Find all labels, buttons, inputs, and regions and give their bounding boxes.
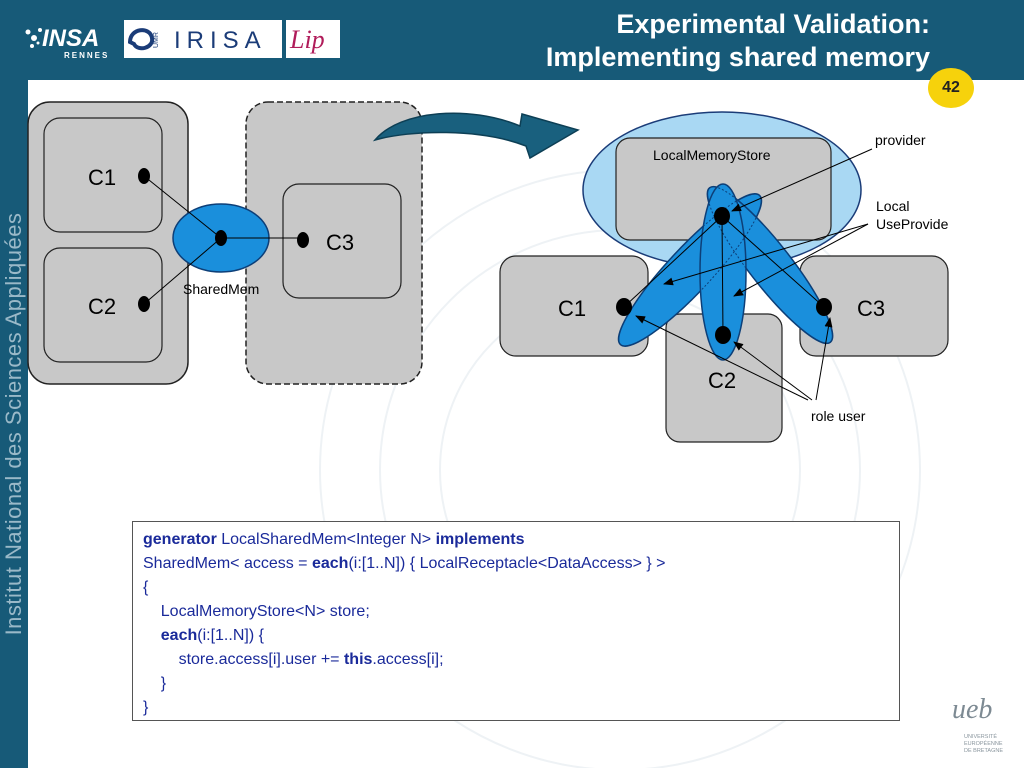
annotation-provider: provider	[875, 132, 926, 148]
code-text: (i:[1..N]) {	[197, 627, 264, 644]
port-c3-right	[816, 298, 832, 316]
label-c2-right: C2	[708, 368, 736, 393]
port-c1-right	[616, 298, 632, 316]
code-text: (i:[1..N]) { LocalReceptacle<DataAccess>…	[348, 555, 666, 572]
port-c2-right	[715, 326, 731, 344]
code-text: LocalSharedMem<Integer N>	[216, 531, 436, 548]
code-keyword: each	[160, 627, 198, 644]
insa-wordmark: INSA	[42, 25, 99, 52]
label-c1-right: C1	[558, 296, 586, 321]
code-text: }	[143, 699, 149, 716]
code-line: generator LocalSharedMem<Integer N> impl…	[143, 528, 889, 552]
code-text: LocalMemoryStore<N> store;	[143, 603, 370, 620]
connector-ellipse-c2	[699, 183, 747, 361]
component-c2-box	[43, 247, 163, 363]
annotation-local: Local	[876, 198, 909, 214]
label-c3-right: C3	[857, 296, 885, 321]
slide-number-badge: 42	[928, 68, 974, 108]
label-sharedmem: SharedMem	[183, 281, 259, 297]
code-keyword: each	[311, 555, 349, 572]
ueb-logo: ueb UNIVERSITÉ EUROPÉENNE DE BRETAGNE	[952, 694, 1003, 754]
component-c1-box	[43, 117, 163, 233]
ueb-wordmark: ueb	[952, 694, 992, 725]
component-c3-box	[282, 183, 402, 299]
left-diagram: C1 C2 C3 SharedMem	[27, 101, 423, 385]
port-c3	[297, 232, 309, 248]
lip-wordmark: Lip	[289, 25, 325, 54]
code-line: SharedMem< access = each(i:[1..N]) { Loc…	[143, 552, 889, 576]
annotation-role-user: role user	[811, 408, 866, 424]
label-c3: C3	[326, 230, 354, 255]
code-keyword: generator	[143, 531, 217, 548]
label-c1: C1	[88, 165, 116, 190]
label-c2: C2	[88, 294, 116, 319]
code-line: }	[143, 672, 889, 696]
code-text: {	[143, 579, 149, 596]
code-line: }	[143, 696, 889, 720]
code-listing: generator LocalSharedMem<Integer N> impl…	[132, 521, 900, 721]
port-c2	[138, 296, 150, 312]
sidebar-band: Institut National des Sciences Appliquée…	[0, 80, 28, 768]
irisa-swirl-icon	[127, 28, 155, 51]
code-line: each(i:[1..N]) {	[143, 624, 889, 648]
insa-subtitle: RENNES	[64, 51, 109, 60]
code-keyword: this	[343, 651, 373, 668]
ueb-sub-line-2: EUROPÉENNE	[964, 740, 1003, 747]
port-sharedmem	[215, 230, 227, 246]
annotation-useprovide: UseProvide	[876, 216, 949, 232]
code-text: }	[143, 675, 167, 692]
slide-title: Experimental Validation: Implementing sh…	[546, 8, 930, 74]
code-line: {	[143, 576, 889, 600]
code-line: LocalMemoryStore<N> store;	[143, 600, 889, 624]
irisa-logo: UMR IRISA	[124, 20, 282, 58]
code-text: store.access[i].user +=	[143, 651, 344, 668]
code-keyword: implements	[435, 531, 525, 548]
lip-logo: Lip	[286, 20, 340, 58]
irisa-wordmark: IRISA	[174, 27, 267, 54]
port-c1	[138, 168, 150, 184]
ueb-sub-line-1: UNIVERSITÉ	[964, 733, 997, 740]
code-line: store.access[i].user += this.access[i];	[143, 648, 889, 672]
insa-logo: INSA RENNES	[25, 25, 109, 60]
umr-label: UMR	[153, 32, 160, 48]
port-store	[714, 207, 730, 225]
right-diagram: LocalMemoryStore C1 C2 C3 provider Local…	[499, 111, 949, 443]
ueb-sub-line-3: DE BRETAGNE	[964, 748, 1003, 754]
code-text: SharedMem< access =	[143, 555, 312, 572]
title-line-1: Experimental Validation:	[616, 9, 930, 39]
code-text: .access[i];	[372, 651, 444, 668]
transform-arrow-icon	[372, 112, 580, 160]
label-localmemorystore: LocalMemoryStore	[653, 147, 771, 163]
code-text	[143, 627, 161, 644]
title-line-2: Implementing shared memory	[545, 42, 930, 72]
